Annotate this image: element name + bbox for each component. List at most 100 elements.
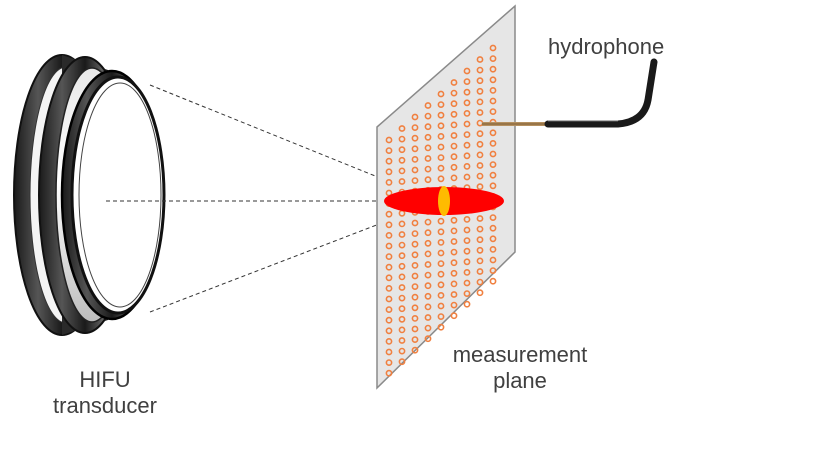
- grid-point: [424, 314, 432, 321]
- grid-point: [463, 247, 471, 255]
- grid-point: [476, 172, 484, 180]
- grid-point: [463, 237, 471, 244]
- grid-point: [398, 262, 406, 270]
- grid-point: [424, 239, 432, 247]
- grid-point: [437, 249, 445, 257]
- grid-point: [437, 302, 445, 310]
- grid-point: [385, 178, 393, 186]
- grid-point: [463, 67, 471, 75]
- grid-point: [450, 100, 458, 108]
- grid-point: [463, 258, 471, 266]
- grid-point: [463, 120, 471, 128]
- grid-point: [489, 65, 497, 73]
- grid-point: [476, 246, 484, 254]
- grid-point: [437, 111, 445, 119]
- grid-point: [450, 163, 458, 171]
- transducer-label-line1: HIFU: [79, 367, 131, 392]
- grid-point: [450, 79, 458, 86]
- grid-point: [398, 315, 406, 323]
- grid-point: [385, 136, 393, 144]
- grid-point: [450, 301, 458, 309]
- grid-point: [385, 147, 393, 154]
- grid-point: [476, 225, 484, 233]
- grid-point: [411, 293, 419, 301]
- grid-point: [450, 269, 458, 277]
- grid-point: [398, 241, 406, 249]
- grid-point: [489, 87, 497, 94]
- grid-point: [450, 142, 458, 150]
- grid-point: [424, 335, 432, 343]
- grid-point: [411, 166, 419, 174]
- grid-point: [385, 221, 393, 229]
- grid-point: [411, 346, 419, 354]
- grid-point: [398, 135, 406, 143]
- grid-point: [385, 263, 393, 271]
- grid-point: [424, 303, 432, 311]
- grid-point: [398, 326, 406, 334]
- grid-point: [450, 153, 458, 161]
- grid-point: [385, 284, 393, 292]
- grid-point: [411, 177, 419, 184]
- grid-point: [424, 165, 432, 173]
- beam-lines: [106, 84, 401, 313]
- grid-point: [411, 314, 419, 322]
- grid-point: [489, 256, 497, 264]
- grid-point: [385, 231, 393, 239]
- grid-point: [398, 284, 406, 291]
- grid-point: [476, 289, 484, 297]
- grid-point: [385, 369, 393, 377]
- grid-point: [437, 132, 445, 140]
- grid-point: [424, 155, 432, 162]
- grid-point: [463, 99, 471, 107]
- grid-point: [424, 282, 432, 290]
- grid-point: [463, 215, 471, 223]
- grid-point: [411, 124, 419, 131]
- grid-point: [476, 278, 484, 286]
- grid-point: [437, 90, 445, 98]
- grid-point: [385, 242, 393, 250]
- grid-point: [463, 162, 471, 170]
- grid-point: [476, 140, 484, 148]
- transducer-label-line2: transducer: [53, 393, 157, 418]
- grid-point: [398, 220, 406, 228]
- grid-point: [411, 304, 419, 312]
- grid-point: [450, 280, 458, 288]
- grid-point: [385, 337, 393, 345]
- grid-point: [476, 66, 484, 74]
- grid-point: [398, 273, 406, 281]
- grid-point: [463, 290, 471, 297]
- grid-point: [424, 123, 432, 131]
- grid-point: [437, 323, 445, 331]
- grid-point: [450, 110, 458, 118]
- grid-point: [450, 121, 458, 129]
- plane-label-line1: measurement: [452, 342, 588, 367]
- grid-point: [385, 359, 393, 366]
- grid-point: [489, 161, 497, 168]
- grid-point: [398, 146, 406, 154]
- grid-point: [424, 229, 432, 237]
- grid-point: [476, 151, 484, 159]
- grid-point: [411, 272, 419, 280]
- grid-point: [385, 316, 393, 324]
- grid-point: [411, 325, 419, 333]
- grid-point: [424, 324, 432, 332]
- grid-point: [463, 226, 471, 234]
- grid-point: [424, 250, 432, 258]
- grid-point: [424, 144, 432, 152]
- grid-point: [424, 292, 432, 300]
- grid-point: [411, 113, 419, 121]
- grid-point: [476, 257, 484, 265]
- grid-point: [450, 174, 458, 182]
- grid-point: [385, 295, 393, 303]
- grid-point: [476, 77, 484, 85]
- grid-point: [411, 145, 419, 153]
- hydrophone-icon: [482, 58, 658, 128]
- grid-point: [398, 337, 406, 344]
- grid-point: [463, 268, 471, 276]
- grid-point: [476, 268, 484, 275]
- grid-point: [489, 97, 497, 105]
- grid-point: [437, 164, 445, 172]
- grid-point: [411, 230, 419, 237]
- grid-point: [489, 150, 497, 158]
